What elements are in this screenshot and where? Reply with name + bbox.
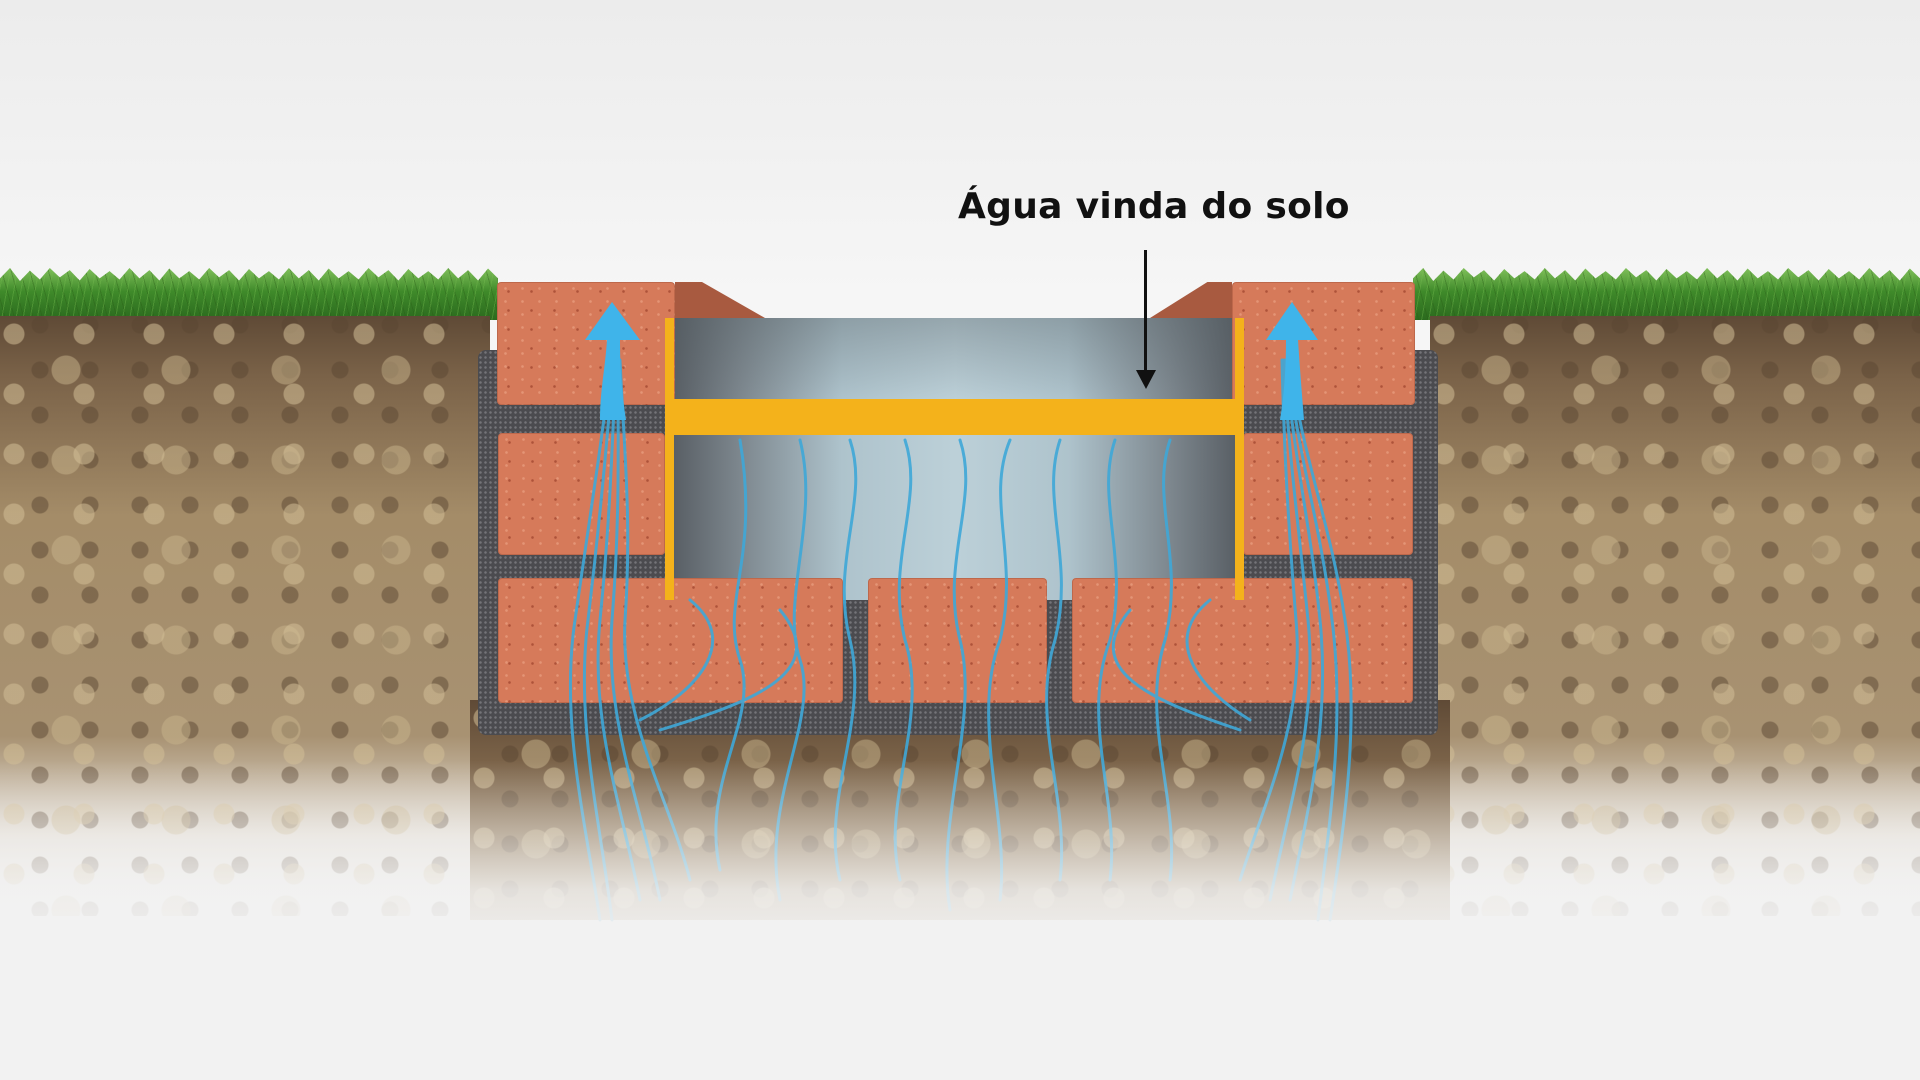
pointer-arrow-line — [1144, 250, 1147, 372]
frame-beam — [665, 399, 1244, 435]
up-arrow-left-icon — [585, 302, 640, 420]
frame-post-right — [1235, 318, 1244, 600]
brick — [1232, 282, 1415, 405]
frame-post-left — [665, 318, 674, 600]
bottom-fade — [0, 760, 1920, 1080]
brick — [868, 578, 1047, 703]
up-arrow-right-icon — [1266, 302, 1318, 420]
diagram-label: Água vinda do solo — [958, 186, 1350, 227]
brick — [1243, 433, 1413, 555]
arrow-down-icon — [1136, 370, 1156, 389]
brick — [497, 282, 675, 405]
wall-opening — [672, 318, 1238, 600]
brick — [498, 433, 665, 555]
